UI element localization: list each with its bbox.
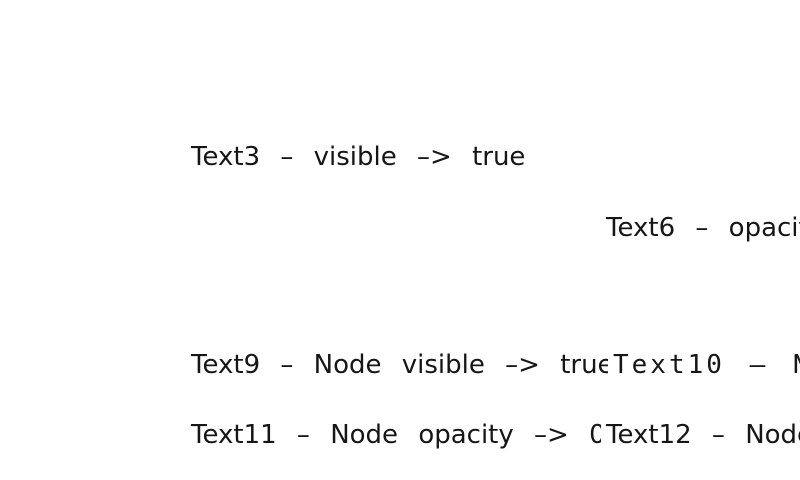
label-text9: Text9 – Node visible –> true (191, 350, 614, 380)
label-text11: Text11 – Node opacity –> 0.5 (191, 420, 631, 450)
label-text6: Text6 – opacity –> 0.5 (606, 213, 800, 243)
label-text12: Text12 – Node opacity –> 0.5 (601, 420, 800, 450)
label-text10: Text10 – Node visible –> true (608, 350, 800, 380)
label-text3: Text3 – visible –> true (191, 142, 526, 172)
